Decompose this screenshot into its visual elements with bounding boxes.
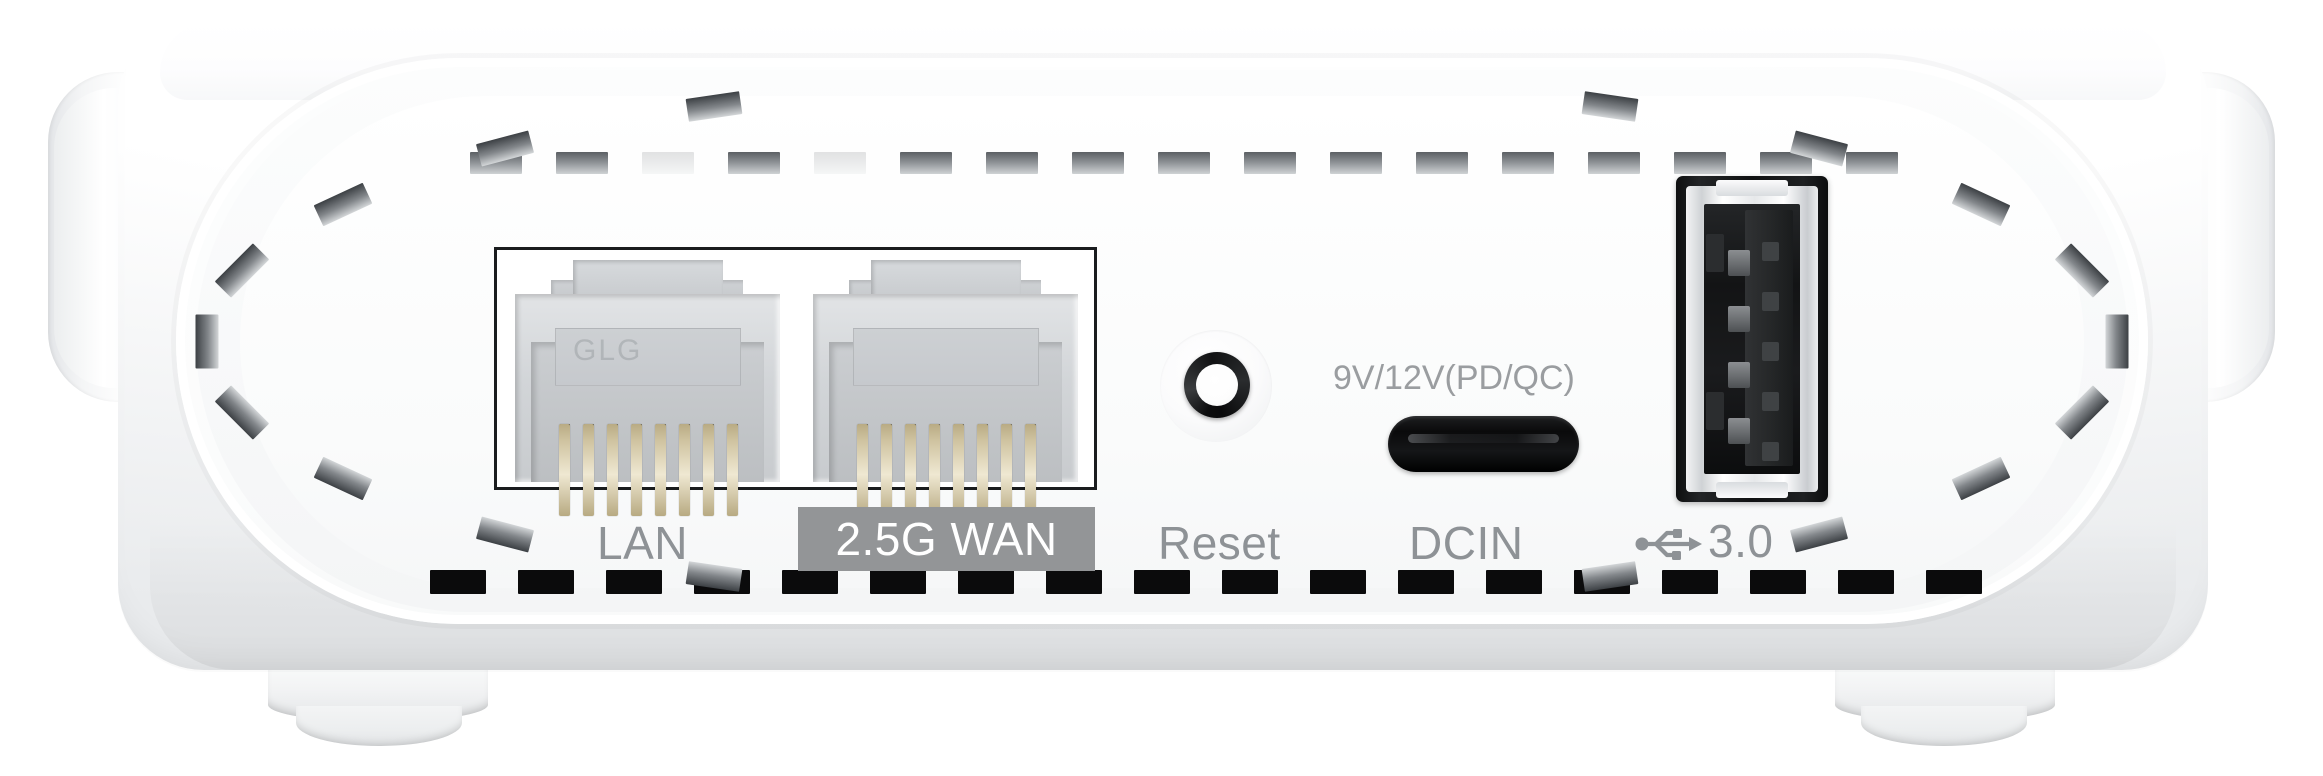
reset-button-hole[interactable] bbox=[1196, 364, 1238, 406]
usb-a-contact bbox=[1728, 306, 1750, 332]
usb-a-pad bbox=[1762, 292, 1779, 311]
ethernet-port-frame: GLG bbox=[494, 247, 1097, 516]
rj45-pin bbox=[655, 424, 666, 516]
vent-dash-top bbox=[1674, 152, 1726, 174]
vent-dash-bottom bbox=[1398, 570, 1454, 594]
usb-a-contact bbox=[1728, 250, 1750, 276]
vent-dash-bottom bbox=[870, 570, 926, 594]
label-reset: Reset bbox=[1158, 517, 1281, 569]
vent-dash-top bbox=[728, 152, 780, 174]
vent-dash-bottom bbox=[1222, 570, 1278, 594]
rj45-pin bbox=[929, 424, 940, 516]
vent-dash-bottom bbox=[1838, 570, 1894, 594]
rj45-tab bbox=[853, 328, 1039, 386]
rj45-pin bbox=[1025, 424, 1036, 516]
vent-dash-bottom bbox=[1134, 570, 1190, 594]
usb-a-clip bbox=[1706, 234, 1724, 272]
usb-a-pad bbox=[1762, 392, 1779, 411]
vent-dash-top bbox=[1244, 152, 1296, 174]
vent-dash-top bbox=[900, 152, 952, 174]
usb-trident-icon bbox=[1635, 529, 1702, 560]
vent-dash-bottom bbox=[1310, 570, 1366, 594]
vent-dash-top bbox=[1588, 152, 1640, 174]
vent-dash-bottom bbox=[1750, 570, 1806, 594]
rj45-pin-group bbox=[857, 424, 1037, 516]
label-wan-badge: 2.5G WAN bbox=[798, 507, 1095, 571]
vent-dash-top bbox=[1158, 152, 1210, 174]
usb-a-contact bbox=[1728, 418, 1750, 444]
rj45-tab bbox=[555, 328, 741, 386]
usb-a-clip bbox=[1706, 392, 1724, 430]
vent-dash-top bbox=[642, 152, 694, 174]
rj45-body: GLG bbox=[515, 294, 780, 516]
label-wan-text: 2.5G WAN bbox=[835, 513, 1058, 565]
rubber-foot-left-base bbox=[296, 706, 462, 746]
vent-dash-top bbox=[556, 152, 608, 174]
label-dcin: DCIN bbox=[1409, 517, 1524, 569]
vent-dash-bottom bbox=[430, 570, 486, 594]
label-dcin-spec: 9V/12V(PD/QC) bbox=[1333, 359, 1575, 397]
vent-dash-bottom bbox=[1486, 570, 1542, 594]
vent-dash-right-arc bbox=[2105, 314, 2129, 369]
rj45-pin bbox=[905, 424, 916, 516]
vent-dash-top bbox=[986, 152, 1038, 174]
vent-dash-top bbox=[1760, 152, 1812, 174]
port-lan[interactable]: GLG bbox=[515, 260, 780, 516]
vent-dash-bottom bbox=[1662, 570, 1718, 594]
rubber-foot-right-base bbox=[1861, 706, 2027, 746]
rj45-pin bbox=[857, 424, 868, 516]
vent-dash-bottom bbox=[1046, 570, 1102, 594]
rj45-emboss-text: GLG bbox=[573, 334, 643, 367]
port-wan[interactable] bbox=[813, 260, 1078, 516]
rj45-pin bbox=[953, 424, 964, 516]
usb-a-pad bbox=[1762, 242, 1779, 261]
vent-dash-top bbox=[1846, 152, 1898, 174]
vent-dash-left-arc bbox=[195, 314, 219, 369]
rj45-pin bbox=[977, 424, 988, 516]
usb-a-pad bbox=[1762, 342, 1779, 361]
vent-dash-bottom bbox=[782, 570, 838, 594]
usb-a-contact bbox=[1728, 362, 1750, 388]
vent-dash-bottom bbox=[1926, 570, 1982, 594]
rj45-pin bbox=[1001, 424, 1012, 516]
rj45-pin bbox=[703, 424, 714, 516]
vent-dash-top bbox=[1416, 152, 1468, 174]
usb-a-bottom-lip bbox=[1716, 482, 1788, 498]
rj45-pin bbox=[727, 424, 738, 516]
vent-dash-top bbox=[1502, 152, 1554, 174]
rj45-pin bbox=[559, 424, 570, 516]
rj45-pin bbox=[631, 424, 642, 516]
usb-a-pad bbox=[1762, 442, 1779, 461]
rj45-pin bbox=[679, 424, 690, 516]
rj45-body bbox=[813, 294, 1078, 516]
usb-a-top-lip bbox=[1716, 180, 1788, 196]
vent-dash-top bbox=[814, 152, 866, 174]
vent-dash-top bbox=[1330, 152, 1382, 174]
rj45-pin bbox=[583, 424, 594, 516]
vent-dash-bottom bbox=[958, 570, 1014, 594]
usb-c-power-port[interactable] bbox=[1388, 416, 1579, 472]
rj45-pin bbox=[881, 424, 892, 516]
rj45-pin-group bbox=[559, 424, 739, 516]
rj45-pin bbox=[607, 424, 618, 516]
label-lan: LAN bbox=[597, 517, 688, 569]
vent-dash-bottom bbox=[606, 570, 662, 594]
vent-dash-top bbox=[1072, 152, 1124, 174]
vent-dash-bottom bbox=[518, 570, 574, 594]
label-usb-version: 3.0 bbox=[1708, 515, 1774, 567]
usb-c-slot-highlight bbox=[1408, 434, 1559, 443]
